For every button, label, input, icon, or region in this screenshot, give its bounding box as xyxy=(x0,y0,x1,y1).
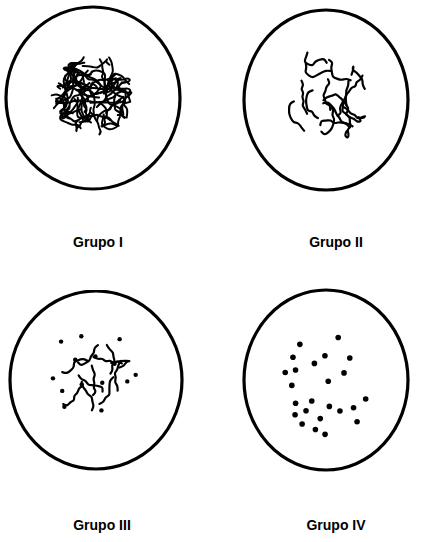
chromatin-strand xyxy=(102,100,120,126)
chromatin-granule xyxy=(282,370,288,376)
chromatin-strand xyxy=(306,90,318,118)
chromatin-strand xyxy=(107,345,115,374)
chromatin-strand xyxy=(63,57,84,87)
chromatin-granule xyxy=(322,353,328,359)
chromatin-granule xyxy=(133,373,137,377)
chromatin-granule xyxy=(297,342,303,348)
chromatin-strand xyxy=(63,95,79,121)
chromatin-granule xyxy=(292,412,298,418)
chromatin-granule xyxy=(327,404,333,410)
chromatin-granule xyxy=(80,382,84,386)
chromatin-strand xyxy=(79,375,103,391)
chromatin-granule xyxy=(317,416,323,422)
chromatin-granule xyxy=(51,376,55,380)
chromatin-granule xyxy=(363,396,369,402)
chromatin-strand xyxy=(324,79,331,110)
chromatin-granule xyxy=(293,400,299,406)
chromatin-granule xyxy=(347,355,353,361)
chromatin-granule xyxy=(93,354,97,358)
chromatin-granule xyxy=(312,361,318,367)
cell-drawing xyxy=(8,290,196,537)
cell-drawing xyxy=(242,8,422,254)
chromatin-granule xyxy=(117,337,121,341)
chromatin-granule xyxy=(322,432,328,438)
chromatin-strand xyxy=(56,91,79,103)
chromatin-granule xyxy=(99,408,103,412)
chromatin-strand xyxy=(63,386,83,405)
chromatin-granule xyxy=(62,405,66,409)
cell-nucleus: Grupo IV xyxy=(242,288,422,537)
chromatin-granule xyxy=(299,421,305,427)
cell-outline xyxy=(244,290,408,470)
chromatin-granule xyxy=(351,405,357,411)
chromatin-granule xyxy=(337,408,343,414)
chromatin-granule xyxy=(100,381,104,385)
group-label: Grupo III xyxy=(8,517,196,534)
cell-drawing xyxy=(242,288,422,537)
chromatin-strand xyxy=(103,92,131,103)
chromatin-strand xyxy=(104,74,129,90)
cell-nucleus: Grupo II xyxy=(242,8,422,254)
chromatin-granule xyxy=(125,379,129,383)
cell-outline xyxy=(244,10,408,190)
group-label: Grupo II xyxy=(242,234,422,251)
chromatin-granule xyxy=(73,357,77,361)
cell-nucleus: Grupo III xyxy=(8,290,196,537)
group-label: Grupo I xyxy=(4,234,192,251)
chromatin-granule xyxy=(293,367,299,373)
chromatin-strand xyxy=(352,67,365,89)
chromatin-strand xyxy=(60,112,81,128)
chromatin-granule xyxy=(60,389,64,393)
chromatin-granule xyxy=(354,419,360,425)
chromatin-strand xyxy=(92,366,96,395)
chromatin-strand xyxy=(289,101,304,130)
chromatin-granule xyxy=(79,334,83,338)
chromatin-strand xyxy=(82,382,94,410)
cell-nucleus: Grupo I xyxy=(4,4,192,254)
chromatin-granule xyxy=(313,427,319,433)
chromatin-granule xyxy=(341,370,347,376)
chromatin-strand xyxy=(76,69,97,89)
chromatin-granule xyxy=(112,362,116,366)
chromatin-granule xyxy=(335,335,341,341)
chromatin-strand xyxy=(78,345,98,365)
chromatin-strand xyxy=(305,53,327,66)
chromatin-strand xyxy=(108,78,130,86)
chromatin-strand xyxy=(329,60,351,80)
chromatin-strand xyxy=(344,107,365,118)
chromatin-granule xyxy=(303,408,309,414)
chromatin-strand xyxy=(57,66,74,88)
chromatin-strand xyxy=(111,361,129,368)
cell-outline xyxy=(6,7,180,189)
chromatin-granule xyxy=(290,355,296,361)
chromatin-strand xyxy=(83,59,110,67)
chromatin-granule xyxy=(309,398,315,404)
cell-drawing xyxy=(4,4,192,254)
chromatin-strand xyxy=(90,108,101,135)
cell-outline xyxy=(10,291,182,469)
chromatin-strand xyxy=(320,120,352,126)
chromatin-granule xyxy=(289,383,295,389)
group-label: Grupo IV xyxy=(242,517,422,534)
chromatin-granule xyxy=(325,378,331,384)
chromatin-granule xyxy=(59,339,63,343)
